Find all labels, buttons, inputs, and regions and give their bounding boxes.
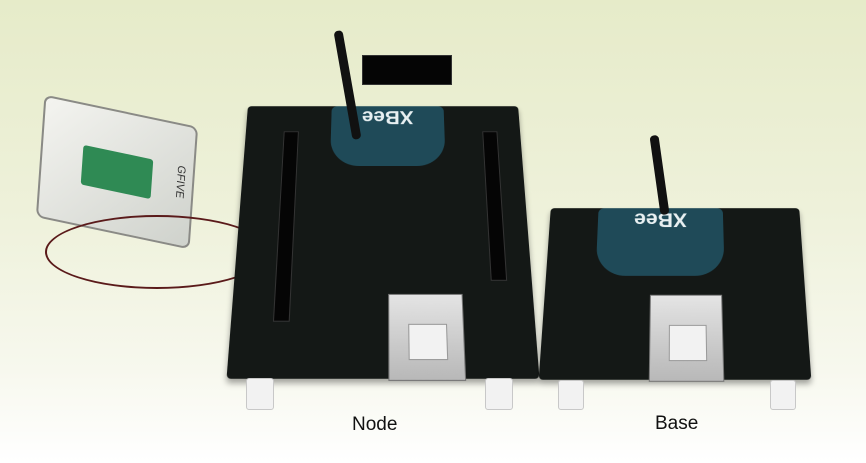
battery-brand-logo: GFIVE	[172, 164, 188, 200]
usb-b-port-node	[388, 293, 467, 381]
standoff	[246, 378, 274, 410]
battery-label	[80, 144, 154, 200]
xbee-module-base: XBee	[595, 208, 725, 276]
top-connector	[362, 55, 452, 85]
antenna-base	[649, 134, 670, 216]
base-caption: Base	[655, 413, 699, 434]
usb-b-port-base	[648, 294, 725, 382]
standoff	[558, 380, 584, 410]
pin-header-left	[272, 131, 299, 322]
node-caption: Node	[352, 414, 398, 435]
standoff	[770, 380, 796, 410]
node-board: XBee	[226, 106, 540, 381]
base-board: XBee	[538, 208, 812, 382]
pin-header-right	[482, 131, 508, 281]
standoff	[485, 378, 513, 410]
